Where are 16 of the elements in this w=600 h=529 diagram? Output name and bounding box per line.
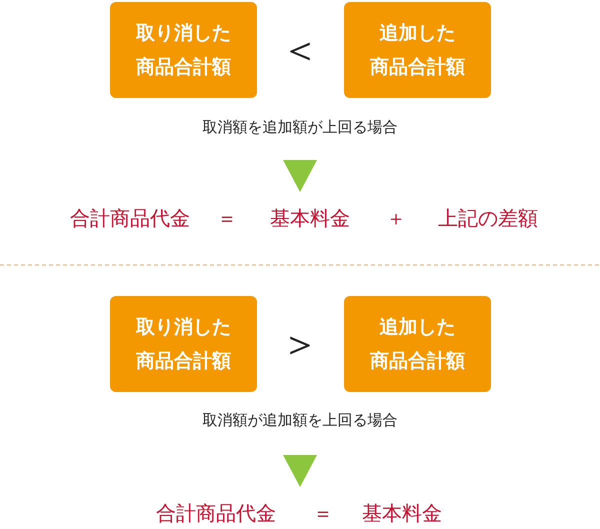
amount-box: 取り消した商品合計額	[110, 2, 257, 98]
formula-term: 基本料金	[270, 205, 350, 232]
formula-term: 合計商品代金	[156, 500, 276, 527]
equals-sign: ＝	[217, 205, 237, 232]
plus-sign: ＋	[386, 205, 406, 232]
amount-box: 取り消した商品合計額	[110, 296, 257, 392]
comparison-sign: ＞	[280, 320, 320, 369]
amount-box: 追加した商品合計額	[344, 2, 491, 98]
equals-sign: ＝	[313, 500, 333, 527]
condition-caption: 取消額を追加額が上回る場合	[202, 118, 398, 137]
condition-caption: 取消額が追加額を上回る場合	[202, 411, 398, 430]
formula-term: 合計商品代金	[70, 205, 190, 232]
formula-term: 基本料金	[362, 500, 442, 527]
comparison-sign: ＜	[280, 26, 320, 75]
amount-box: 追加した商品合計額	[344, 296, 491, 392]
formula-term: 上記の差額	[438, 205, 538, 232]
